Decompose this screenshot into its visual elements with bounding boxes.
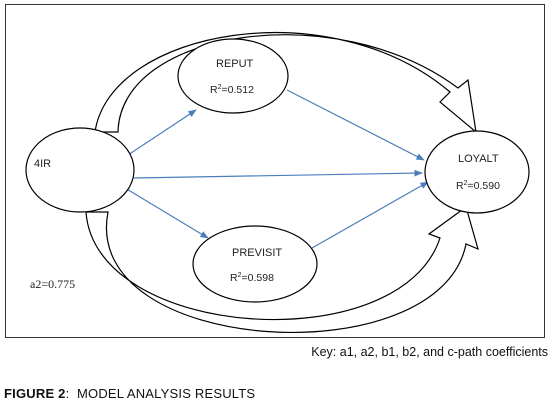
lower-curved-block-arrow <box>85 206 479 333</box>
figure-caption: FIGURE 2: MODEL ANALYSIS RESULTS <box>4 386 255 401</box>
node-loyalt-r2: R2=0.590 <box>456 180 500 192</box>
node-reput-r2: R2=0.512 <box>210 84 254 96</box>
node-previsit-r2: R2=0.598 <box>230 272 274 284</box>
node-loyalt-label: LOYALT <box>458 153 499 165</box>
figure-caption-separator: : <box>65 386 70 401</box>
node-reput: REPUT R2=0.512 <box>177 38 289 114</box>
arrow-4ir-to-previsit <box>124 187 209 239</box>
arrow-previsit-to-loyalt <box>311 181 429 249</box>
node-loyalt: LOYALT R2=0.590 <box>424 130 530 214</box>
figure-caption-text: MODEL ANALYSIS RESULTS <box>69 386 256 401</box>
node-4ir: 4IR <box>25 127 135 213</box>
arrow-4ir-to-loyalt <box>133 169 423 179</box>
node-reput-label: REPUT <box>216 58 254 70</box>
node-previsit: PREVISIT R2=0.598 <box>192 225 318 303</box>
arrow-reput-to-loyalt <box>286 89 425 161</box>
figure-number: FIGURE 2 <box>4 386 66 401</box>
node-previsit-label: PREVISIT <box>232 247 282 259</box>
diagram-frame <box>5 4 545 338</box>
node-4ir-label: 4IR <box>34 158 51 170</box>
coefficient-a2-label: a2=0.775 <box>30 277 75 291</box>
diagram-key: Key: a1, a2, b1, b2, and c-path coeffici… <box>311 345 548 359</box>
arrow-4ir-to-reput <box>127 109 197 156</box>
